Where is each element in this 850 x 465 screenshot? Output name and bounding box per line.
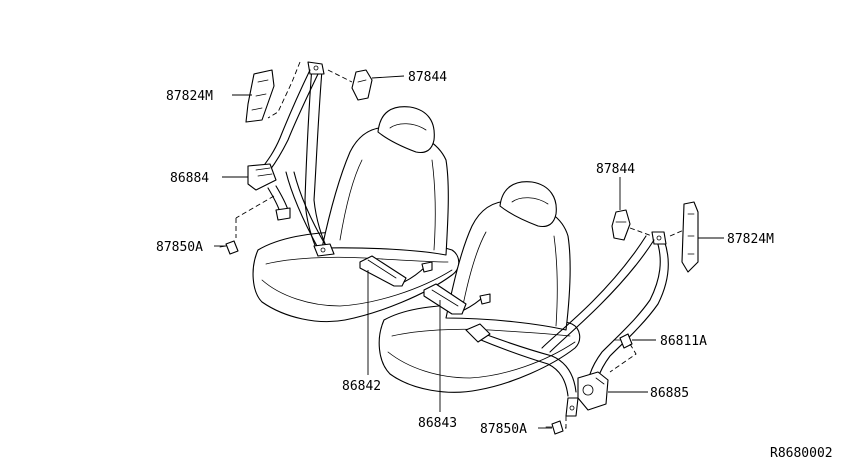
label-86842: 86842 bbox=[342, 379, 381, 394]
left-buckle-assembly bbox=[359, 255, 433, 287]
diagram-code: R8680002 bbox=[770, 446, 833, 461]
label-87844-right: 87844 bbox=[596, 162, 635, 177]
part-labels: 87824M 87844 86884 87850A 86842 86843 87… bbox=[156, 70, 833, 461]
label-86843: 86843 bbox=[418, 416, 457, 431]
label-86885: 86885 bbox=[650, 386, 689, 401]
right-seat bbox=[378, 181, 581, 393]
leader-lines bbox=[214, 75, 724, 429]
right-buckle-assembly bbox=[423, 283, 491, 315]
left-seat bbox=[252, 106, 460, 323]
left-belt-assembly bbox=[219, 61, 373, 257]
label-87824M-left: 87824M bbox=[166, 89, 213, 104]
right-dashed-lines bbox=[562, 227, 685, 429]
label-87844-left: 87844 bbox=[408, 70, 447, 85]
label-87850A-right: 87850A bbox=[480, 422, 527, 437]
label-87824M-right: 87824M bbox=[727, 232, 774, 247]
label-86811A: 86811A bbox=[660, 334, 707, 349]
label-87850A-left: 87850A bbox=[156, 240, 203, 255]
label-86884: 86884 bbox=[170, 171, 209, 186]
left-dashed-lines bbox=[235, 61, 353, 238]
right-belt-assembly bbox=[465, 201, 699, 435]
